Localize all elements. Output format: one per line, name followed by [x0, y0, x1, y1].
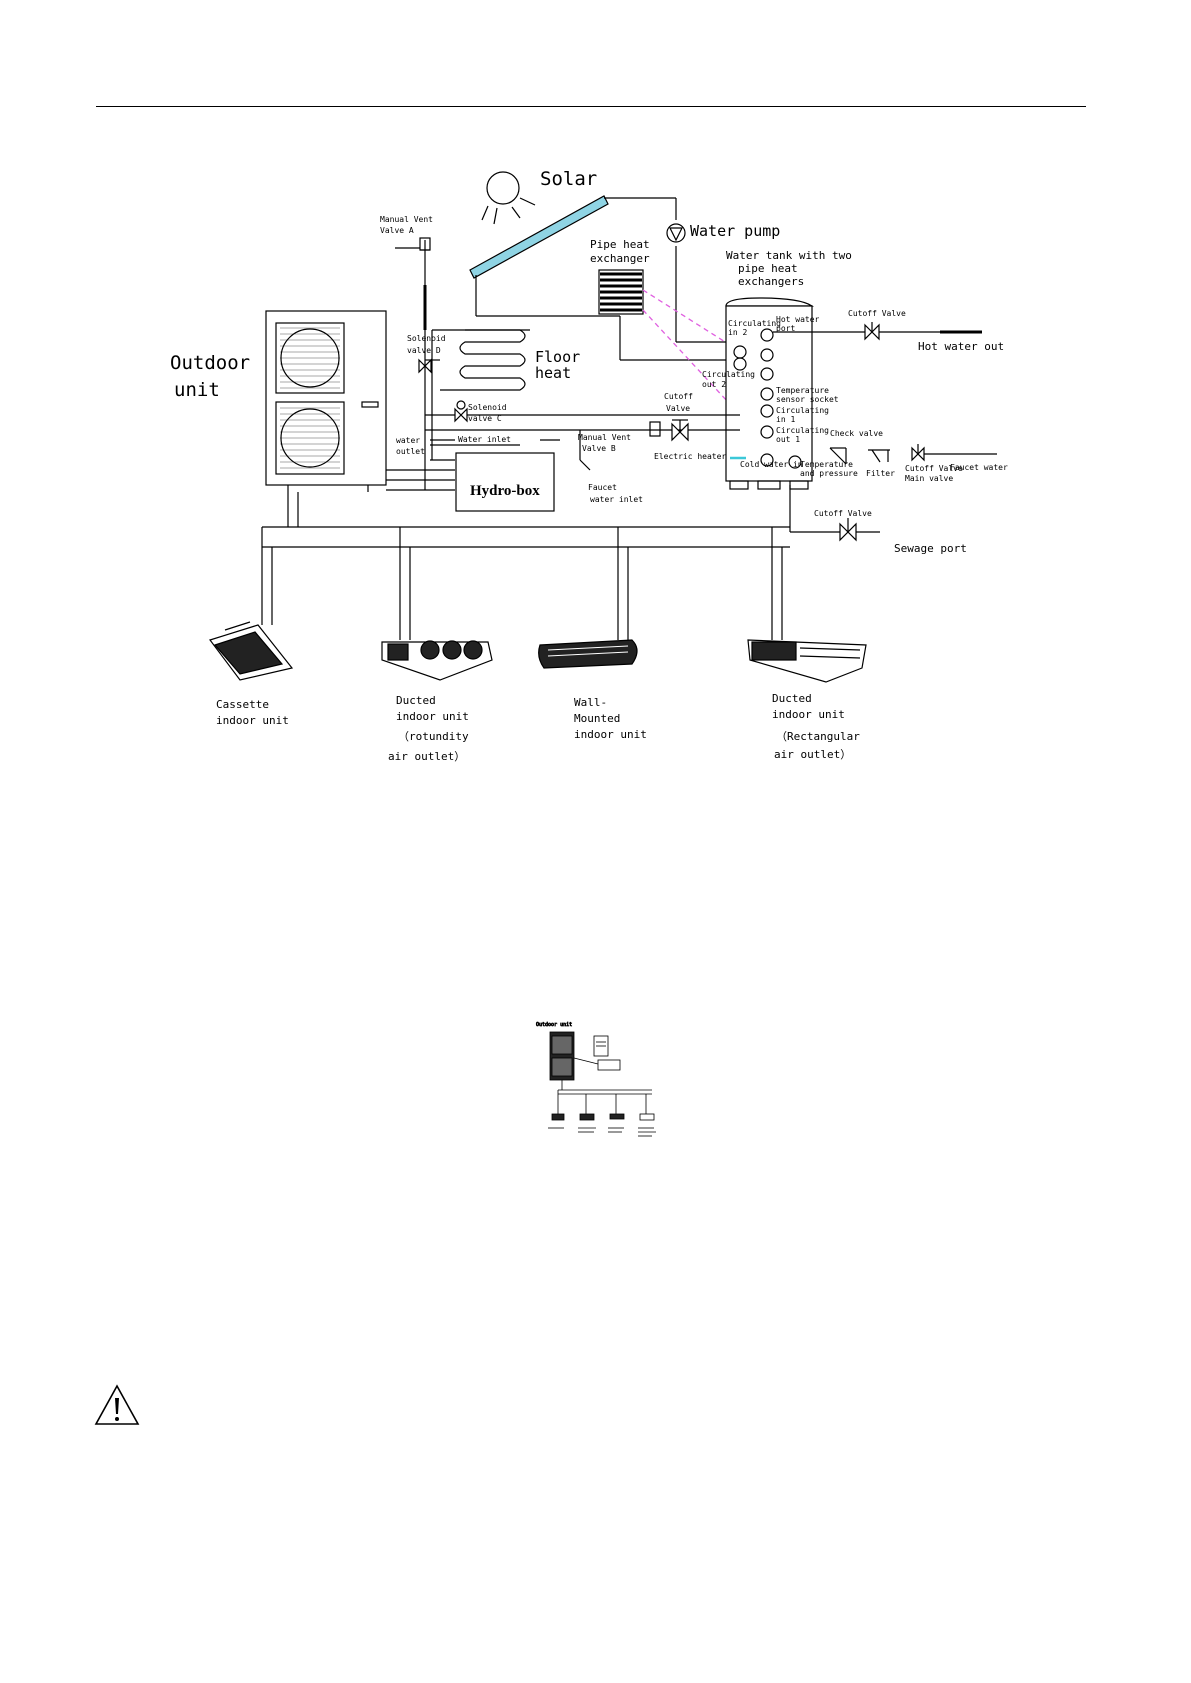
wall-mounted-label: Wall-	[574, 696, 607, 709]
ducted-rect-label: air outlet）	[774, 748, 851, 761]
warning-triangle-icon	[94, 1384, 140, 1425]
solenoid-d-label: Solenoid	[407, 334, 446, 343]
manual-vent-b	[649, 421, 661, 437]
circulating-in2-label: Circulating	[728, 319, 781, 328]
hydro-box-label: Hydro-box	[470, 483, 540, 499]
hot-water-port-label: port	[776, 324, 795, 333]
fan-icon	[280, 328, 340, 388]
solar-panel	[469, 195, 609, 279]
check-valve-icon	[829, 447, 847, 465]
solar-label: Solar	[540, 168, 597, 190]
ducted-round-label: indoor unit	[396, 710, 469, 723]
ducted-rect-label: （Rectangular	[776, 730, 860, 743]
tank-ports	[733, 328, 802, 469]
tank-label: Water tank with two	[726, 249, 852, 262]
thumbnail-diagram: Outdoor unit	[536, 1022, 656, 1137]
water-pump-icon	[666, 223, 686, 243]
tank-label: pipe heat	[738, 262, 798, 275]
circulating-out1-label: out 1	[776, 435, 800, 444]
indoor-piping	[261, 492, 790, 640]
manual-vent-a-label: Valve A	[380, 226, 414, 235]
faucet-inlet-label: water inlet	[590, 495, 643, 504]
circulating-out1-label: Circulating	[776, 426, 829, 435]
wall-mounted-label: indoor unit	[574, 728, 647, 741]
ducted-round-label: air outlet）	[388, 750, 465, 763]
floor-heat-label: Floor	[535, 348, 580, 366]
fan-icon	[280, 408, 340, 468]
outdoor-unit-label: unit	[174, 379, 220, 401]
cutoff-valve-mid-label: Valve	[666, 404, 690, 413]
ducted-round-label: Ducted	[396, 694, 436, 707]
solenoid-d-label: valve D	[407, 346, 441, 355]
manual-vent-b-label: Manual Vent	[578, 433, 631, 442]
ducted-round-indoor-unit	[381, 640, 493, 681]
temp-sensor-label: sensor socket	[776, 395, 839, 404]
water-outlet-label: water	[396, 436, 420, 445]
valve-icon	[864, 322, 880, 341]
floor-heat-label: heat	[535, 364, 571, 382]
circulating-in2-label: in 2	[728, 328, 747, 337]
water-outlet-label: outlet	[396, 447, 425, 456]
circulating-in1-label: in 1	[776, 415, 795, 424]
tank-label: exchangers	[738, 275, 804, 288]
wall-mounted-label: Mounted	[574, 712, 620, 725]
manual-vent-b-label: Valve B	[582, 444, 616, 453]
cutoff-valve-mid	[671, 419, 689, 442]
cassette-label: Cassette	[216, 698, 269, 711]
header-rule	[96, 106, 1086, 107]
ducted-round-label: （rotundity	[398, 730, 469, 743]
temp-pressure-label: and pressure	[800, 469, 858, 478]
outdoor-unit-label: Outdoor	[170, 352, 250, 374]
hot-water-port-label: Hot water	[776, 315, 820, 324]
outdoor-unit	[265, 310, 387, 492]
valve-icon	[911, 444, 925, 462]
cutoff-valve-bottom	[839, 518, 857, 542]
filter-icon	[868, 449, 890, 463]
solenoid-c-label: Solenoid	[468, 403, 507, 412]
ducted-rect-label: Ducted	[772, 692, 812, 705]
solenoid-valve-d	[418, 358, 432, 374]
sun-icon	[481, 171, 536, 225]
circulating-out2-label: out 2	[702, 380, 726, 389]
cold-water-in-label: Cold water in	[740, 460, 803, 469]
faucet-water-label: Faucet water	[950, 463, 1008, 472]
cassette-indoor-unit	[209, 621, 294, 681]
cutoff-valve-top-label: Cutoff Valve	[848, 309, 906, 318]
cutoff-valve-bottom-label: Cutoff Valve	[814, 509, 872, 518]
pipe-heat-exchanger	[598, 269, 644, 315]
ducted-rect-indoor-unit	[747, 639, 867, 683]
water-inlet-label: Water inlet	[458, 435, 511, 444]
circulating-out2-label: Circulating	[702, 370, 755, 379]
check-valve-label: Check valve	[830, 429, 883, 438]
cutoff-valve-mid-label: Cutoff	[664, 392, 693, 401]
hydro-box	[455, 452, 555, 512]
water-pump-label: Water pump	[690, 222, 780, 240]
manual-vent-a-label: Manual Vent	[380, 215, 433, 224]
water-tank	[725, 297, 814, 490]
pipe-heat-exchanger-label: Pipe heat	[590, 238, 650, 251]
thumb-title: Outdoor unit	[536, 1022, 572, 1028]
filter-label: Filter	[866, 469, 895, 478]
solenoid-valve-c	[454, 400, 468, 423]
solenoid-c-label: valve C	[468, 414, 502, 423]
wall-mounted-indoor-unit	[538, 639, 638, 669]
floor-heat-coil	[440, 329, 526, 391]
faucet-inlet-label: Faucet	[588, 483, 617, 492]
electric-heater-label: Electric heater	[654, 452, 726, 461]
circulating-in1-label: Circulating	[776, 406, 829, 415]
manual-vent-a	[419, 237, 431, 251]
system-diagram: Solar Water pump Manual Vent Valve A Pip…	[170, 168, 1008, 763]
pipe-heat-exchanger-label: exchanger	[590, 252, 650, 265]
sewage-port-label: Sewage port	[894, 542, 967, 555]
main-valve-label: Cutoff Valve	[905, 464, 963, 473]
main-valve-label: Main valve	[905, 474, 953, 483]
cassette-label: indoor unit	[216, 714, 289, 727]
hot-water-out-label: Hot water out	[918, 340, 1004, 353]
temp-pressure-label: Temperature	[800, 460, 853, 469]
ducted-rect-label: indoor unit	[772, 708, 845, 721]
temp-sensor-label: Temperature	[776, 386, 829, 395]
